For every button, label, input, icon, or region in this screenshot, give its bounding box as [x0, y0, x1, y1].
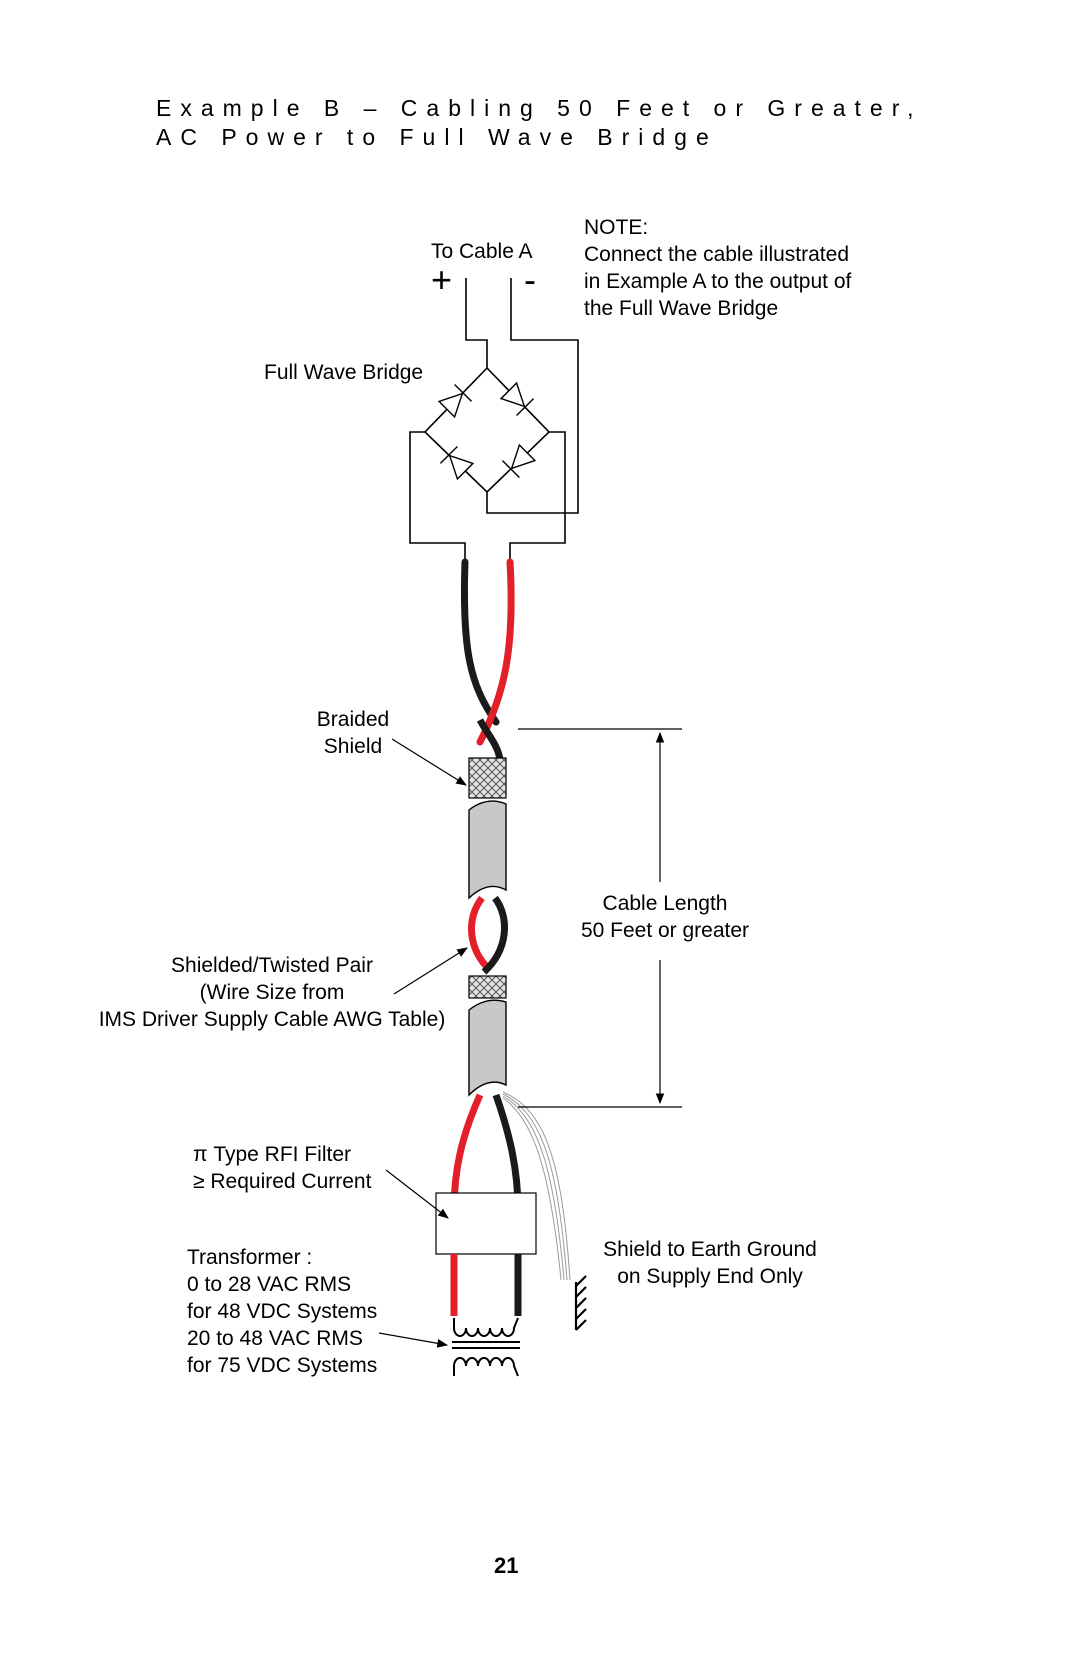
ac-left-lead	[409, 431, 466, 568]
full-wave-bridge-label: Full Wave Bridge	[264, 361, 424, 384]
black-wire-upper	[460, 558, 500, 726]
twisted-pair-arrow	[393, 947, 468, 995]
callout-arrows	[378, 738, 468, 1348]
rfi-filter-arrow	[385, 1169, 449, 1219]
braided-shield-upper	[468, 757, 507, 799]
plus-sign: +	[431, 259, 453, 300]
braided-shield-label: Braided	[316, 708, 390, 731]
braided-shield-lower	[468, 975, 507, 999]
bridge-diodes	[437, 381, 537, 481]
diode-top-left-icon	[437, 383, 473, 419]
dc-plus-lead	[465, 278, 488, 368]
dc-minus-lead	[486, 278, 579, 514]
diagram-heading-line1: Example B – Cabling 50 Feet or Greater,	[156, 95, 923, 121]
braided-shield-arrow	[391, 738, 467, 786]
red-wire-upper	[476, 558, 515, 746]
shield-ground-label: Shield to Earth Ground	[603, 1238, 817, 1261]
twisted-pair-label: Shielded/Twisted Pair	[171, 954, 373, 977]
note-line: in Example A to the output of	[584, 270, 852, 293]
bridge-wiring	[409, 278, 579, 568]
shield-drain-strands	[502, 1091, 571, 1281]
cable-length-label: Cable Length	[602, 892, 728, 915]
upper-cable-section	[468, 757, 507, 900]
rfi-filter-label: ≥ Required Current	[193, 1170, 372, 1193]
transformer-icon	[452, 1317, 520, 1377]
red-wire-twist	[468, 895, 493, 973]
earth-ground-icon	[574, 1275, 587, 1331]
note-line: Connect the cable illustrated	[584, 243, 849, 266]
bridge-diamond	[423, 366, 551, 494]
lower-cable-section	[468, 975, 507, 1097]
diode-top-right-icon	[499, 381, 535, 417]
diode-bottom-left-icon	[439, 445, 475, 481]
twisted-pair-label: IMS Driver Supply Cable AWG Table)	[98, 1008, 446, 1031]
cable-jacket-lower	[468, 999, 507, 1097]
cable-length-label: 50 Feet or greater	[580, 919, 750, 942]
shield-ground-label: on Supply End Only	[617, 1265, 803, 1288]
cable-jacket-upper	[468, 800, 507, 900]
twisted-pair-label: (Wire Size from	[199, 981, 345, 1004]
black-wire-twist	[481, 895, 509, 975]
transformer-label: for 48 VDC Systems	[187, 1300, 378, 1323]
transformer-arrow	[378, 1332, 449, 1348]
note-title: NOTE:	[584, 216, 649, 239]
braided-shield-label: Shield	[323, 735, 383, 758]
black-wire-crossover-1	[476, 718, 504, 761]
diode-bottom-right-icon	[501, 443, 537, 479]
diagram-heading-line2: AC Power to Full Wave Bridge	[156, 124, 718, 150]
ac-right-lead	[509, 431, 566, 568]
cable-length-dimension	[518, 728, 682, 1108]
transformer-label: 0 to 28 VAC RMS	[187, 1273, 352, 1296]
rfi-filter-box	[435, 1192, 537, 1255]
transformer-label: 20 to 48 VAC RMS	[187, 1327, 363, 1350]
transformer-label: for 75 VDC Systems	[187, 1354, 378, 1377]
transformer-label: Transformer :	[187, 1246, 313, 1269]
rfi-filter-label: π Type RFI Filter	[193, 1143, 352, 1166]
note-line: the Full Wave Bridge	[584, 297, 779, 320]
to-cable-a-label: To Cable A	[431, 240, 533, 263]
minus-sign: -	[524, 259, 536, 300]
page-number: 21	[494, 1553, 519, 1578]
